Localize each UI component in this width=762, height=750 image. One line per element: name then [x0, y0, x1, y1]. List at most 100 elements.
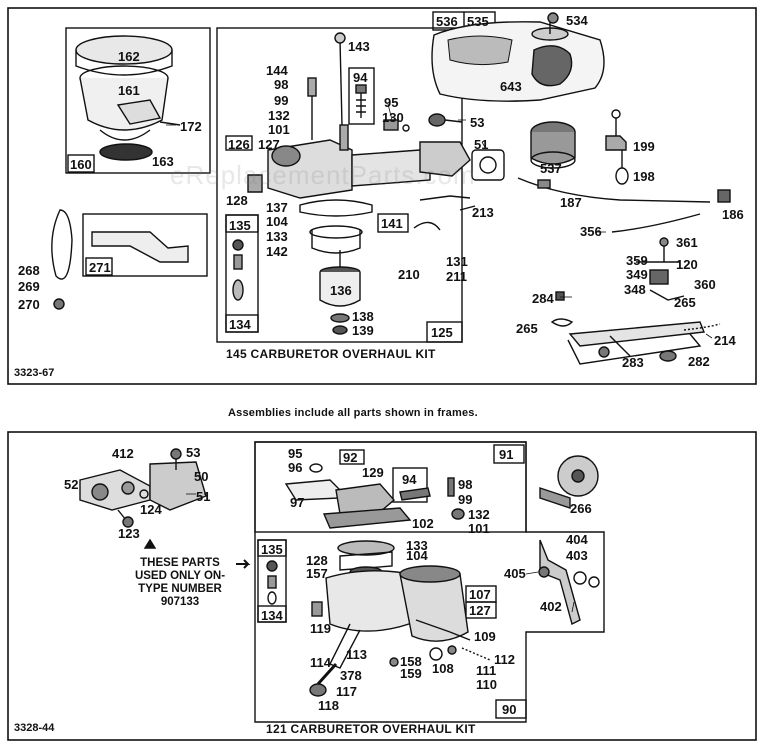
callout-94-top: 94	[353, 70, 368, 85]
callout-53-top: 53	[470, 115, 485, 130]
callout-537: 537	[540, 161, 562, 176]
callout-360: 360	[694, 277, 716, 292]
callout-113: 113	[346, 647, 367, 662]
callout-95-top: 95	[384, 95, 399, 110]
callout-137: 137	[266, 200, 288, 215]
callout-198: 198	[633, 169, 655, 184]
type-note-line-2: USED ONLY ON-	[134, 570, 226, 582]
callout-128-bottom: 128	[306, 553, 328, 568]
callout-402: 402	[540, 599, 562, 614]
callout-101: 101	[268, 122, 290, 137]
callout-125: 125	[431, 325, 453, 340]
top-diagram-code: 3323-67	[14, 367, 55, 379]
callout-210: 210	[398, 267, 420, 282]
callout-108: 108	[432, 661, 454, 676]
callout-53-bottom: 53	[186, 445, 201, 460]
assemblies-note: Assemblies include all parts shown in fr…	[228, 407, 478, 419]
frame-94-bottom	[392, 467, 428, 503]
callout-284: 284	[532, 291, 554, 306]
callout-94-bottom: 94	[402, 472, 417, 487]
type-note-line-4: 907133	[160, 596, 200, 608]
callout-271: 271	[89, 260, 111, 275]
callout-534: 534	[566, 13, 588, 28]
frame-271	[82, 213, 208, 277]
frame-160	[65, 27, 211, 174]
callout-132: 132	[268, 108, 290, 123]
callout-126: 126	[228, 137, 250, 152]
callout-96: 96	[288, 460, 303, 475]
callout-135-bottom: 135	[261, 542, 283, 557]
callout-110: 110	[476, 677, 497, 692]
type-note-line-3: TYPE NUMBER	[138, 583, 222, 595]
callout-134-top: 134	[229, 317, 251, 332]
callout-99: 99	[274, 93, 289, 108]
callout-211: 211	[446, 269, 467, 284]
callout-123: 123	[118, 526, 140, 541]
callout-158: 158	[400, 654, 422, 669]
callout-132-bottom: 132	[468, 507, 490, 522]
callout-99-bottom: 99	[458, 492, 473, 507]
type-note-line-1: THESE PARTS	[140, 557, 220, 569]
callout-142: 142	[266, 244, 288, 259]
top-panel-frame	[7, 7, 757, 385]
callout-120: 120	[676, 257, 698, 272]
callout-138: 138	[352, 309, 374, 324]
callout-213: 213	[472, 205, 494, 220]
callout-97: 97	[290, 495, 305, 510]
callout-199: 199	[633, 139, 655, 154]
callout-104-top: 104	[266, 214, 288, 229]
callout-536: 536	[436, 14, 458, 29]
callout-159: 159	[400, 666, 422, 681]
callout-124: 124	[140, 502, 162, 517]
callout-135-top: 135	[229, 218, 251, 233]
callout-51-bottom: 51	[196, 489, 211, 504]
callout-283: 283	[622, 355, 644, 370]
callout-349: 349	[626, 267, 648, 282]
callout-111: 111	[476, 663, 497, 678]
callout-144: 144	[266, 63, 288, 78]
callout-268: 268	[18, 263, 40, 278]
callout-161: 161	[118, 83, 140, 98]
callout-92: 92	[343, 450, 358, 465]
frame-125-tag	[426, 321, 463, 343]
callout-378: 378	[340, 668, 362, 683]
callout-163: 163	[152, 154, 174, 169]
callout-98-bottom: 98	[458, 477, 473, 492]
callout-107: 107	[469, 587, 491, 602]
callout-119: 119	[310, 621, 331, 636]
callout-52: 52	[64, 477, 79, 492]
callout-129: 129	[362, 465, 384, 480]
callout-359: 359	[626, 253, 648, 268]
callout-127: 127	[258, 137, 280, 152]
callout-95-bottom: 95	[288, 446, 303, 461]
callout-141: 141	[381, 216, 403, 231]
callout-139: 139	[352, 323, 374, 338]
top-kit-caption: 145 CARBURETOR OVERHAUL KIT	[226, 347, 436, 361]
callout-404: 404	[566, 532, 588, 547]
callout-112: 112	[494, 652, 515, 667]
callout-643: 643	[500, 79, 522, 94]
callout-101-bottom: 101	[468, 521, 490, 536]
callout-160: 160	[70, 157, 92, 172]
frame-126	[225, 135, 253, 151]
callout-361: 361	[676, 235, 698, 250]
watermark: eReplacementParts.com	[170, 160, 476, 190]
callout-130: 130	[382, 110, 404, 125]
callout-143: 143	[348, 39, 370, 54]
callout-98: 98	[274, 77, 289, 92]
callout-131: 131	[446, 254, 468, 269]
callout-117: 117	[336, 684, 357, 699]
bottom-kit-caption: 121 CARBURETOR OVERHAUL KIT	[266, 722, 476, 736]
callout-133-top: 133	[266, 229, 288, 244]
bottom-diagram-code: 3328-44	[14, 722, 55, 734]
callout-118: 118	[318, 698, 339, 713]
callout-133-bottom: 133	[406, 538, 428, 553]
callout-348: 348	[624, 282, 646, 297]
callout-162: 162	[118, 49, 140, 64]
bottom-panel-frame	[7, 431, 757, 741]
frame-94-top	[348, 67, 375, 125]
callout-91: 91	[499, 447, 514, 462]
callout-157: 157	[306, 566, 328, 581]
